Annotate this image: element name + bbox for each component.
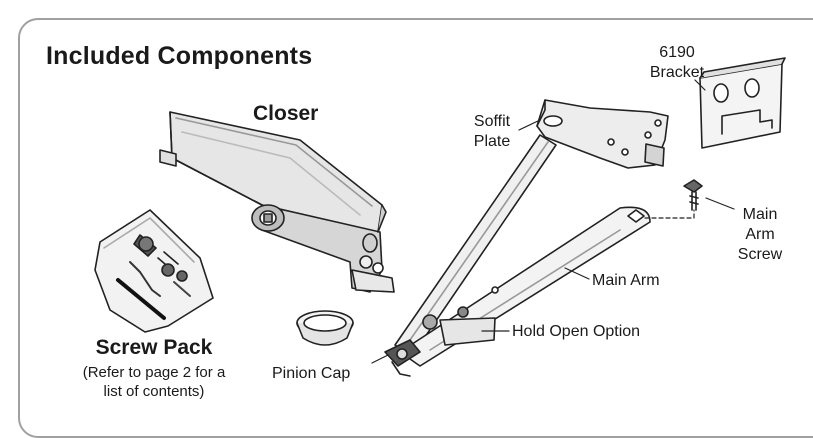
main-arm-screw-label: Main Arm Screw [728, 205, 792, 265]
screw-pack-label: Screw Pack [95, 336, 213, 359]
soffit-plate-label-line2: Plate [473, 133, 511, 150]
bracket-label: 6190 Bracket [621, 43, 733, 83]
screw-pack-note-line2: list of contents) [103, 383, 205, 400]
soffit-plate-label-line1: Soffit [473, 113, 511, 130]
pinion-cap-illustration [296, 310, 354, 346]
screw-pack-note: (Refer to page 2 for a list of contents) [44, 363, 264, 401]
soffit-plate-label: Soffit Plate [461, 112, 523, 152]
screw-pack-note-line1: (Refer to page 2 for a [82, 364, 226, 381]
closer-label: Closer [253, 102, 319, 125]
bracket-label-line1: 6190 [659, 44, 695, 61]
soffit-plate-illustration [536, 99, 669, 169]
bracket-label-line2: Bracket [649, 64, 705, 81]
bracket-illustration [699, 57, 786, 149]
hold-open-illustration [384, 306, 496, 377]
pinion-cap-label: Pinion Cap [272, 365, 351, 382]
page-title: Included Components [46, 42, 313, 70]
main-arm-screw-illustration [683, 179, 703, 211]
hold-open-label: Hold Open Option [512, 323, 641, 340]
screw-pack-illustration [94, 209, 214, 333]
main-arm-screw-label-line1: Main [742, 206, 778, 223]
components-illustration [94, 57, 786, 377]
main-arm-label: Main Arm [592, 272, 660, 289]
main-arm-screw-label-line2: Arm [745, 226, 775, 243]
main-arm-screw-label-line3: Screw [737, 246, 783, 263]
closer-illustration [159, 111, 395, 293]
